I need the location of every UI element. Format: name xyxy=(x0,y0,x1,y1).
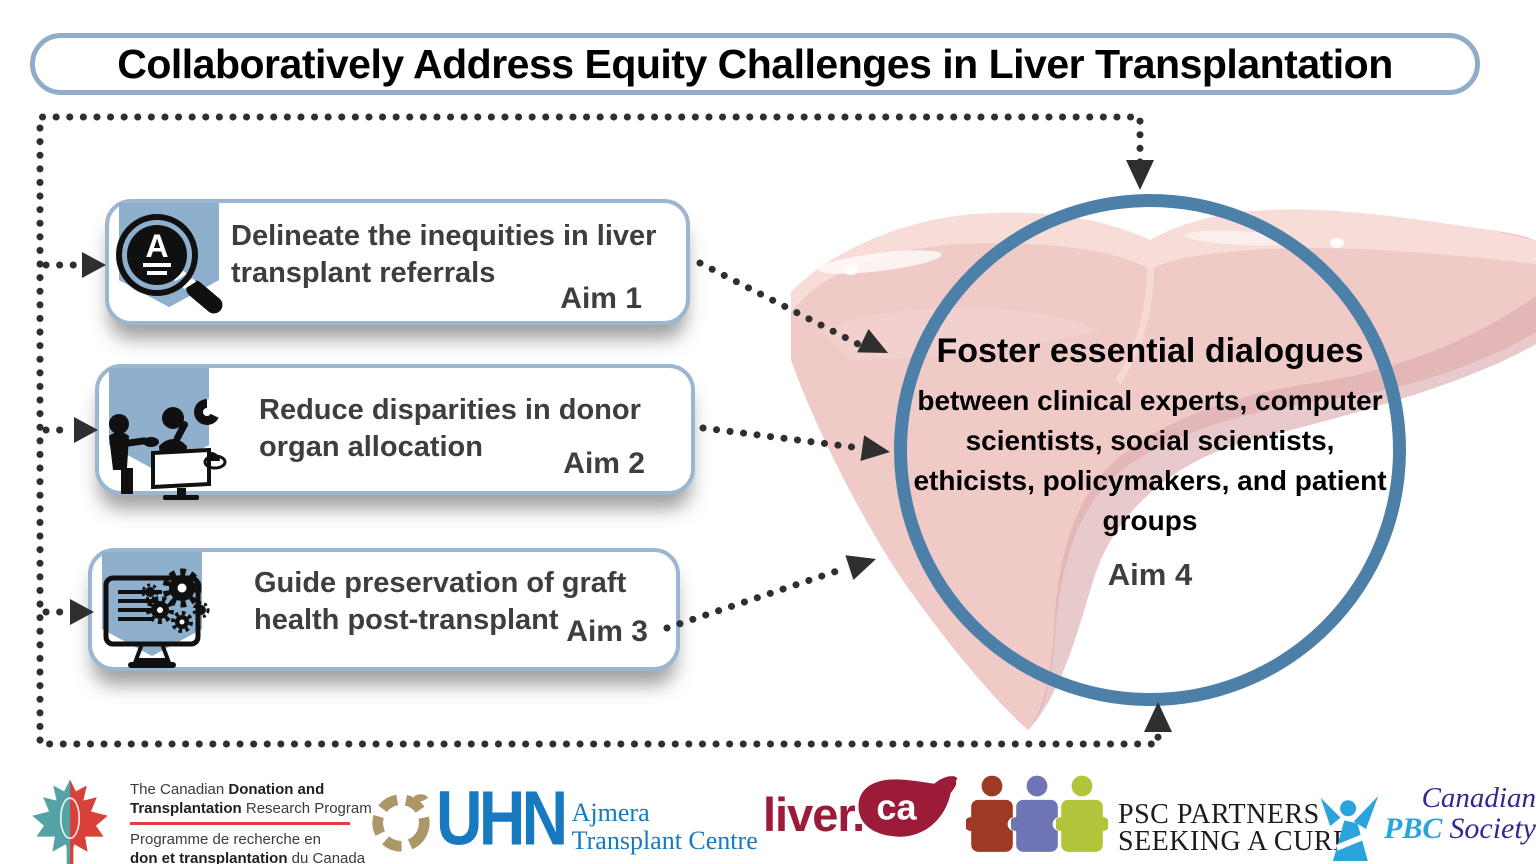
gear-small xyxy=(171,611,193,633)
psc-partners-text: PSC PARTNERS SEEKING A CURE xyxy=(1118,799,1351,857)
aim4-headline: Foster essential dialogues xyxy=(936,332,1364,370)
monitor-gears-icon xyxy=(103,568,210,668)
title-banner: Collaboratively Address Equity Challenge… xyxy=(30,33,1480,95)
cdtrp-line4: don et transplantation du Canada xyxy=(130,850,366,864)
liver-ca-wordmark: liver. xyxy=(763,787,865,841)
puzzle-people-icon xyxy=(966,772,1108,858)
aim2-label: Aim 2 xyxy=(563,447,645,480)
aim4-content: Foster essential dialogues between clini… xyxy=(908,332,1392,593)
uhn-logo: UHN Ajmera Transplant Centre xyxy=(370,775,758,861)
svg-text:ca: ca xyxy=(877,787,918,828)
magnifier-document-icon: A xyxy=(116,214,223,314)
aim4-body: between clinical experts, computer scien… xyxy=(913,385,1387,537)
pbc-person-icon xyxy=(1320,796,1379,862)
cdtrp-text: The Canadian Donation and Transplantatio… xyxy=(130,780,372,864)
gear-tiny-left xyxy=(141,583,159,601)
uhn-centre-name: Ajmera Transplant Centre xyxy=(571,798,758,855)
uhn-emblem-icon xyxy=(372,794,430,852)
aim3-box: Guide preservation of graft health post-… xyxy=(88,548,680,671)
committee-allocation-icon xyxy=(109,398,227,500)
puzzle-person-purple-icon xyxy=(1011,775,1063,852)
cdtrp-line2: Transplantation Research Program xyxy=(130,800,372,817)
page-title: Collaboratively Address Equity Challenge… xyxy=(117,40,1393,87)
aim1-label: Aim 1 xyxy=(560,282,642,315)
aim2-box: Reduce disparities in donor organ alloca… xyxy=(95,364,695,500)
liver-shape-icon: ca xyxy=(858,776,958,837)
psc-partners-logo: PSC PARTNERS SEEKING A CURE xyxy=(966,772,1351,858)
svg-text:A: A xyxy=(145,228,168,264)
liver-ca-logo: liver. ca xyxy=(763,776,962,848)
liver-gloss-dot xyxy=(844,265,858,275)
maple-leaf-icon xyxy=(32,779,108,864)
puzzle-person-green-icon xyxy=(1056,775,1108,852)
aim4-label: Aim 4 xyxy=(1107,557,1193,593)
cdtrp-line1: The Canadian Donation and xyxy=(130,781,325,798)
uhn-acronym: UHN xyxy=(436,775,568,861)
aim3-label: Aim 3 xyxy=(566,615,648,648)
cdtrp-divider xyxy=(130,822,350,825)
liver-gloss-dot-right xyxy=(1330,238,1344,248)
cdtrp-line3: Programme de recherche en xyxy=(130,831,321,848)
cdtrp-logo: The Canadian Donation and Transplantatio… xyxy=(22,776,372,864)
partner-logos: The Canadian Donation and Transplantatio… xyxy=(0,770,1536,864)
aim1-box: A Delineate the inequities in liver tran… xyxy=(105,199,690,325)
